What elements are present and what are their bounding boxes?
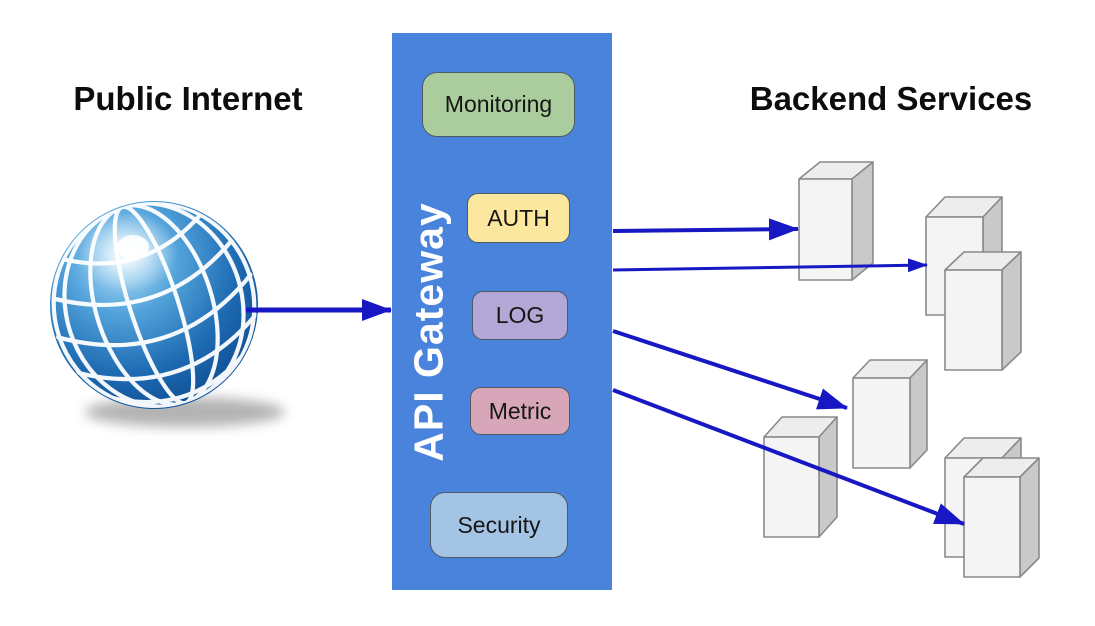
service-box-metric: Metric (470, 387, 570, 435)
server-box (852, 359, 928, 469)
server-box (798, 161, 874, 281)
service-label-auth: AUTH (487, 204, 550, 231)
service-box-auth: AUTH (467, 193, 570, 243)
service-box-log: LOG (472, 291, 568, 340)
service-label-metric: Metric (488, 397, 552, 424)
gateway-to-server-cluster-3 (612, 329, 848, 410)
server-box (963, 457, 1040, 578)
service-label-monitoring: Monitoring (444, 91, 553, 117)
backend-services-title: Backend Services (749, 80, 1033, 117)
gateway-to-server-cluster-2 (612, 258, 928, 273)
service-label-security: Security (457, 511, 541, 538)
public-internet-title: Public Internet (73, 80, 303, 117)
backend-servers-group (763, 161, 1040, 578)
service-label-log: LOG (495, 302, 545, 328)
gateway-to-server-cluster-1 (612, 218, 799, 241)
flow-arrows-group (246, 218, 965, 526)
gateway-to-server-cluster-4 (612, 388, 965, 526)
service-box-monitoring: Monitoring (422, 72, 575, 137)
server-box (763, 416, 838, 538)
globe-icon (50, 201, 258, 409)
server-box (944, 251, 1022, 371)
api-gateway-label: API Gateway (405, 202, 452, 462)
service-box-security: Security (430, 492, 568, 558)
